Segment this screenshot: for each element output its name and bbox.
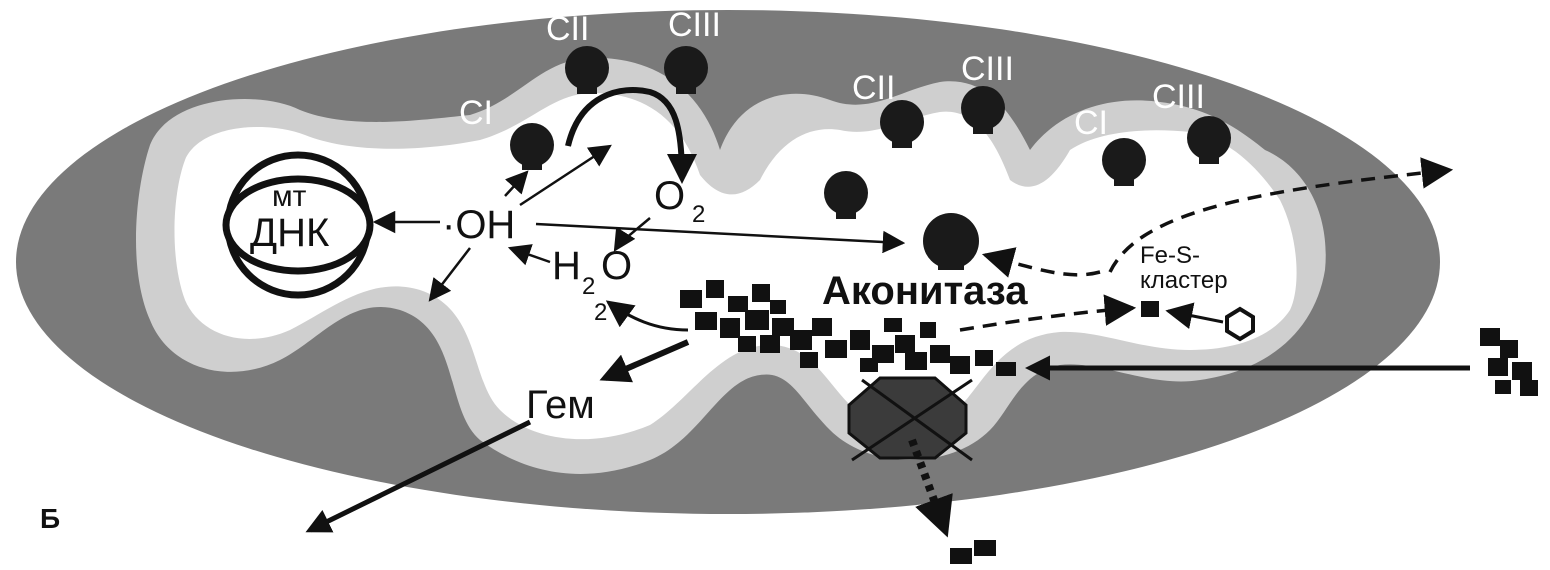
h2o2-h: H [552, 244, 581, 288]
label-ciii-2: CIII [961, 50, 1014, 88]
ferritin-octagon [849, 378, 966, 458]
heme-label: Гем [526, 383, 595, 427]
h2o2-sub2: 2 [594, 299, 607, 326]
label-ci-2: CI [797, 134, 831, 172]
superoxide-sub: 2 [692, 201, 705, 228]
h2o2-o: O [601, 244, 632, 288]
hydroxyl-radical: ·OH [442, 203, 515, 247]
external-iron-cluster [1480, 328, 1538, 396]
label-cii-2: CII [852, 69, 895, 107]
fes-label-line1: Fe-S- [1140, 242, 1200, 269]
mtdna-label-line1: мт [272, 180, 307, 213]
label-ci-1: CI [459, 94, 493, 132]
exported-iron [950, 540, 996, 564]
h2o2-sub1: 2 [582, 273, 595, 300]
label-cii-1: CII [546, 10, 589, 48]
aconitase-label: Аконитаза [822, 269, 1028, 313]
label-ci-3: CI [1074, 104, 1108, 142]
label-ciii-3: CIII [1152, 78, 1205, 116]
panel-label: Б [40, 503, 60, 534]
label-ciii-1: CIII [668, 6, 721, 44]
fes-cluster-square [1141, 301, 1159, 317]
mtdna-label-line2: ДНК [250, 211, 330, 255]
fes-label-line2: кластер [1140, 267, 1228, 294]
